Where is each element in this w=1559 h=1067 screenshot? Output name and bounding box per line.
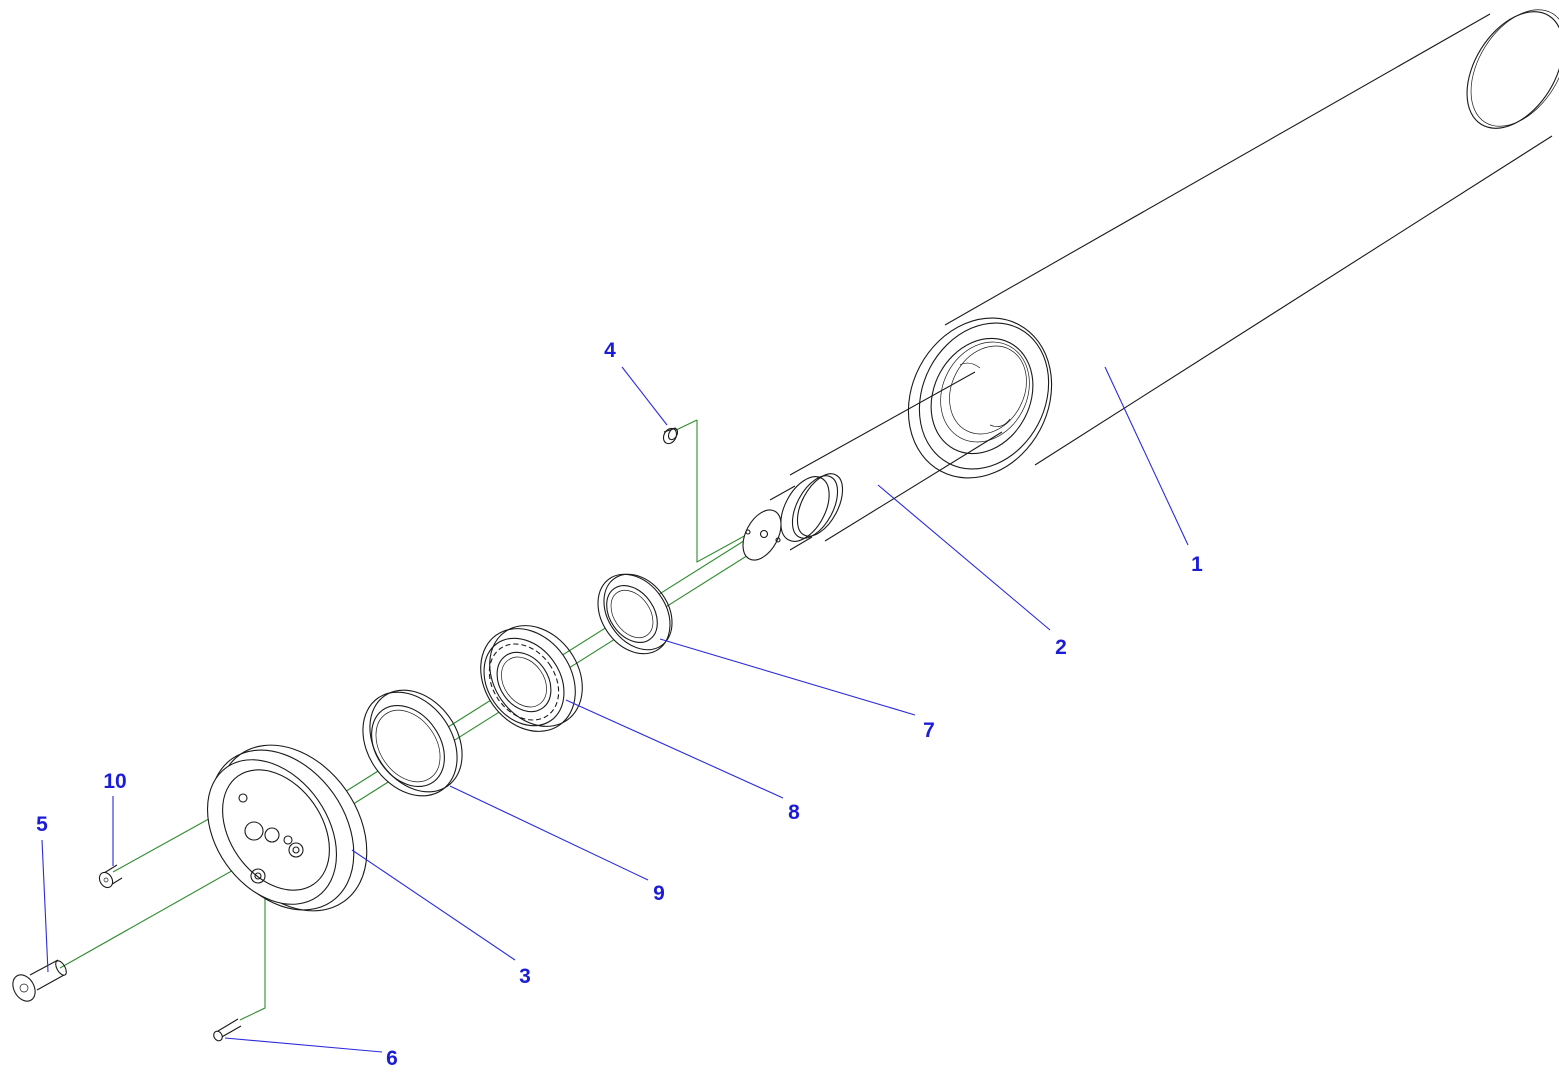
part-9-spacer-ring: [362, 689, 463, 797]
callout-6: 6: [386, 1047, 398, 1067]
part-1-roller-tube: [907, 9, 1559, 479]
part-7-seal-ring: [597, 573, 673, 655]
callout-9: 9: [653, 882, 665, 905]
part-10-screw: [98, 864, 123, 889]
callout-3: 3: [519, 965, 531, 988]
callout-5: 5: [36, 813, 48, 836]
callout-10: 10: [103, 770, 126, 793]
part-6-set-screw: [213, 1018, 242, 1042]
part-4-grease-nipple: [662, 427, 679, 445]
callout-2: 2: [1055, 636, 1067, 659]
callout-8: 8: [788, 801, 800, 824]
part-5-bolt: [12, 959, 67, 1002]
leader-lines: [41, 366, 1189, 1053]
callout-4: 4: [604, 339, 616, 362]
callout-7: 7: [923, 719, 935, 742]
part-2-shaft: [742, 371, 1003, 561]
part-8-bearing: [480, 625, 583, 732]
callout-labels: 1 2 3 4 5 6 7 8 9 10: [36, 339, 1203, 1067]
callout-1: 1: [1191, 553, 1203, 576]
part-3-end-cap: [206, 744, 368, 912]
